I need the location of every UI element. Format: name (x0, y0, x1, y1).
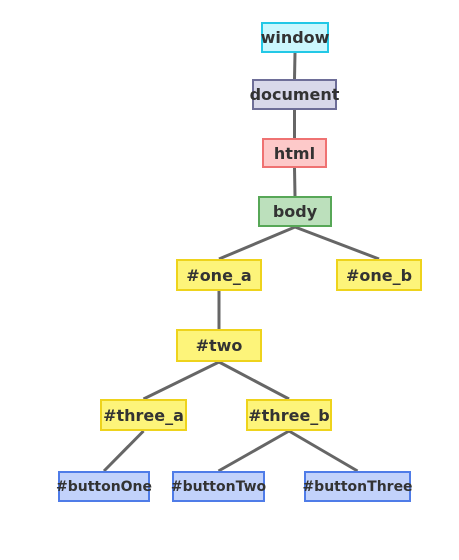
node-one-a: #one_a (176, 259, 262, 291)
node-window: window (261, 22, 329, 53)
edge-three_a-to-buttonOne (102, 429, 145, 473)
node-three-a: #three_a (100, 399, 187, 431)
edge-two-to-three_b (218, 360, 290, 401)
node-document: document (250, 79, 339, 110)
edge-window-to-document (293, 52, 297, 80)
edge-three_b-to-buttonThree (288, 429, 359, 473)
edge-html-to-body (293, 167, 297, 197)
node-button-one: #buttonOne (56, 471, 152, 502)
edge-body-to-one_a (218, 225, 296, 261)
node-button-two: #buttonTwo (171, 471, 266, 502)
edge-three_b-to-buttonTwo (217, 429, 290, 473)
node-two: #two (176, 329, 262, 362)
edge-two-to-three_a (142, 360, 220, 401)
node-button-three: #buttonThree (302, 471, 413, 502)
edge-body-to-one_b (294, 225, 380, 261)
node-html: html (262, 138, 327, 168)
node-one-b: #one_b (336, 259, 422, 291)
node-three-b: #three_b (246, 399, 332, 431)
node-body: body (258, 196, 332, 227)
